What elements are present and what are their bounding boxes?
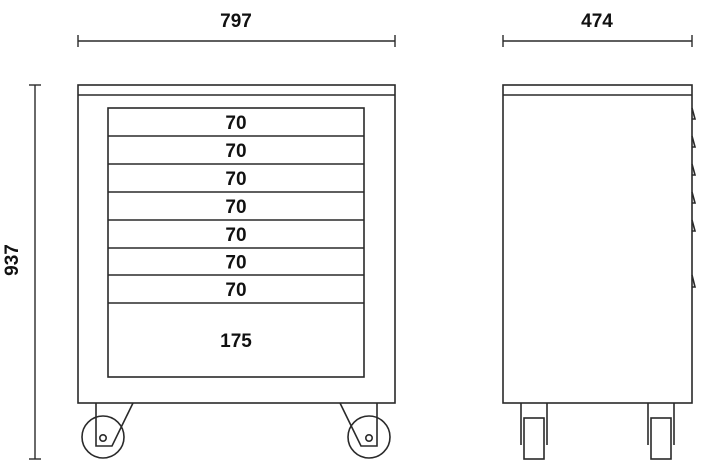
front-right-caster [339,402,391,459]
depth-dimension: 474 [502,11,693,47]
front-left-caster [81,402,134,459]
drawer-height-label: 70 [225,113,246,134]
drawer-height-label: 70 [225,253,246,274]
drawer-height-label: 175 [220,331,252,352]
side-rear-caster [520,403,548,460]
drawer-height-label: 70 [225,280,246,301]
width-dimension: 797 [77,11,396,47]
side-view [502,84,697,460]
drawer-height-label: 70 [225,197,246,218]
drawer-height-label: 70 [225,169,246,190]
height-dimension: 937 [2,84,41,460]
front-view: 70 70 70 70 70 70 70 175 [77,84,396,459]
drawer-height-label: 70 [225,225,246,246]
side-front-caster [647,403,675,460]
drawer-height-label: 70 [225,141,246,162]
drawer-handles [691,107,697,288]
height-label: 937 [2,244,23,276]
width-label: 797 [220,11,252,32]
depth-label: 474 [581,11,613,32]
